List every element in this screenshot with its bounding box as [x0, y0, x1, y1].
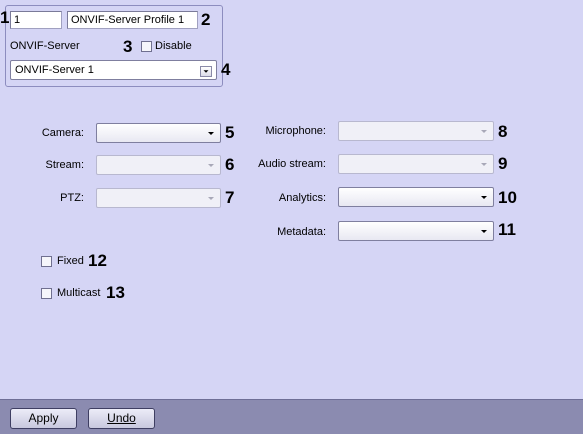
callout-9: 9: [498, 154, 508, 173]
onvif-server-label: ONVIF-Server: [10, 40, 80, 52]
chevron-down-icon: [481, 196, 487, 199]
chevron-down-icon: [208, 164, 214, 167]
callout-11: 11: [498, 220, 516, 239]
multicast-checkbox[interactable]: [41, 288, 52, 299]
profile-id-field[interactable]: 1: [10, 11, 62, 29]
camera-select[interactable]: [96, 123, 221, 143]
chevron-down-icon: [481, 163, 487, 166]
microphone-select[interactable]: [338, 121, 494, 141]
stream-label: Stream:: [45, 159, 84, 171]
disable-checkbox[interactable]: [141, 41, 152, 52]
chevron-down-icon: [200, 66, 212, 77]
ptz-select[interactable]: [96, 188, 221, 208]
callout-12: 12: [88, 251, 107, 270]
profile-name-field[interactable]: ONVIF-Server Profile 1: [67, 11, 198, 29]
onvif-server-select[interactable]: ONVIF-Server 1: [10, 60, 217, 80]
chevron-down-icon: [208, 197, 214, 200]
callout-3: 3: [123, 37, 133, 56]
microphone-label: Microphone:: [265, 125, 326, 137]
chevron-down-icon: [481, 230, 487, 233]
disable-label: Disable: [155, 40, 192, 52]
analytics-select[interactable]: [338, 187, 494, 207]
chevron-down-icon: [481, 130, 487, 133]
callout-8: 8: [498, 122, 508, 141]
camera-label: Camera:: [41, 127, 84, 139]
callout-1: 1: [0, 8, 10, 27]
audio-stream-label: Audio stream:: [258, 158, 326, 170]
callout-2: 2: [201, 10, 211, 29]
callout-10: 10: [498, 188, 517, 207]
metadata-select[interactable]: [338, 221, 494, 241]
multicast-label: Multicast: [57, 287, 101, 299]
footer-toolbar: Apply Undo: [0, 399, 583, 434]
chevron-down-icon: [208, 132, 214, 135]
fixed-checkbox[interactable]: [41, 256, 52, 267]
stream-select[interactable]: [96, 155, 221, 175]
apply-button[interactable]: Apply: [10, 408, 77, 429]
undo-button[interactable]: Undo: [88, 408, 155, 429]
analytics-label: Analytics:: [278, 192, 326, 204]
audio-stream-select[interactable]: [338, 154, 494, 174]
callout-7: 7: [225, 188, 235, 207]
metadata-label: Metadata:: [277, 226, 326, 238]
callout-5: 5: [225, 123, 235, 142]
fixed-label: Fixed: [57, 255, 84, 267]
callout-6: 6: [225, 155, 235, 174]
onvif-server-select-value: ONVIF-Server 1: [15, 64, 94, 76]
ptz-label: PTZ:: [60, 192, 84, 204]
callout-4: 4: [221, 60, 231, 79]
callout-13: 13: [106, 283, 125, 302]
